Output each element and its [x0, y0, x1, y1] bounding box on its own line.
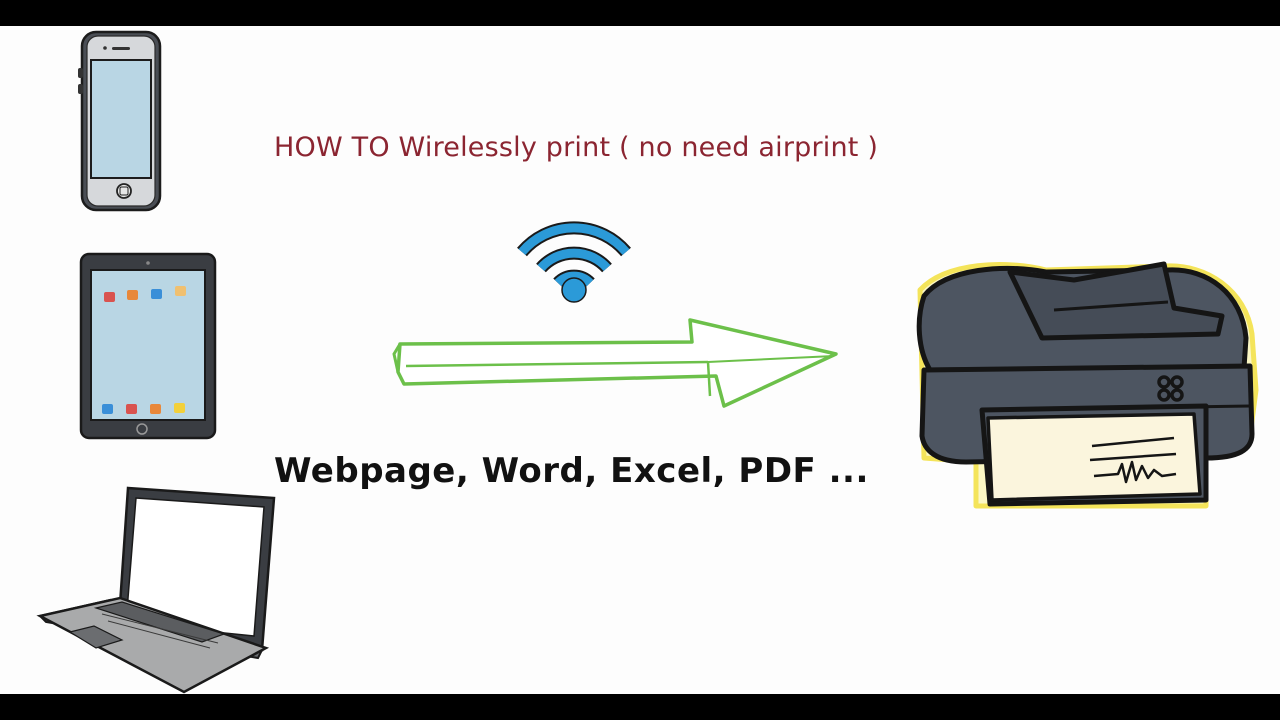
video-frame: HOW TO Wirelessly print ( no need airpri… [0, 26, 1280, 694]
letterbox-bottom [0, 694, 1280, 720]
laptop-icon [36, 486, 276, 694]
supported-formats-text: Webpage, Word, Excel, PDF ... [274, 451, 869, 491]
printer-buttons [1157, 375, 1184, 402]
smartphone-icon [78, 30, 162, 212]
printer-icon [916, 261, 1259, 509]
tablet-icon [79, 252, 217, 440]
letterbox-top [0, 0, 1280, 26]
arrow-icon [392, 318, 838, 408]
video-title: HOW TO Wirelessly print ( no need airpri… [274, 132, 879, 163]
wifi-icon [517, 221, 631, 303]
